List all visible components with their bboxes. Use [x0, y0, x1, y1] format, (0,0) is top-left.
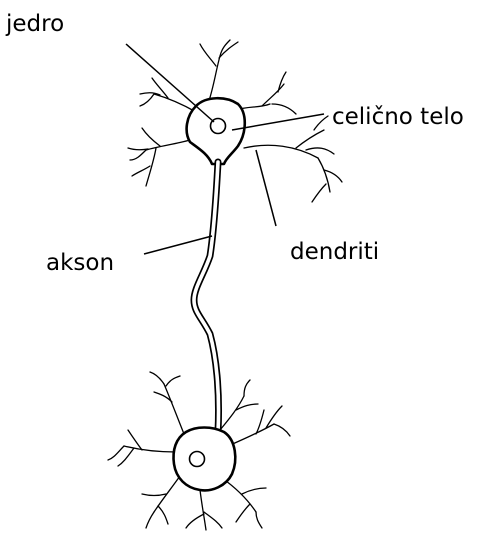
label-nucleus: jedro — [5, 11, 64, 37]
leader-line-dendrites — [256, 150, 276, 226]
leader-line-nucleus — [126, 44, 214, 122]
leader-line-axon — [144, 236, 212, 254]
label-dendrites: dendriti — [290, 239, 379, 265]
lower-nucleus — [190, 452, 205, 467]
label-cell-body: celično telo — [332, 104, 464, 130]
label-axon: akson — [46, 250, 114, 276]
